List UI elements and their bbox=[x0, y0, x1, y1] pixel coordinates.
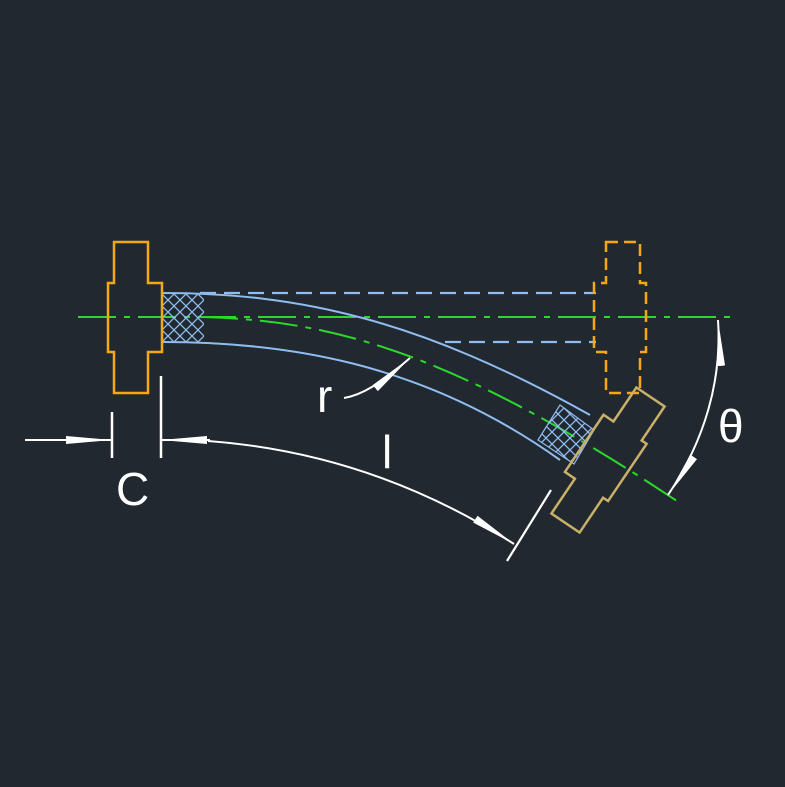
label-c: C bbox=[116, 463, 149, 515]
left-crimp-hatch bbox=[162, 293, 204, 342]
radius-leader bbox=[343, 357, 411, 399]
dimension-length bbox=[207, 440, 552, 562]
straight-hose-reference bbox=[200, 291, 596, 344]
right-crimp-hatch bbox=[537, 404, 595, 465]
right-fitting-reference bbox=[592, 240, 648, 395]
right-fitting-bent bbox=[549, 385, 667, 535]
label-theta: θ bbox=[718, 400, 744, 452]
left-fitting bbox=[106, 240, 164, 395]
angle-arc bbox=[667, 319, 726, 496]
label-l: l bbox=[382, 426, 392, 478]
dimension-c bbox=[25, 376, 210, 458]
bent-hose bbox=[161, 292, 591, 461]
label-r: r bbox=[317, 370, 332, 422]
bent-centerline bbox=[199, 316, 681, 504]
